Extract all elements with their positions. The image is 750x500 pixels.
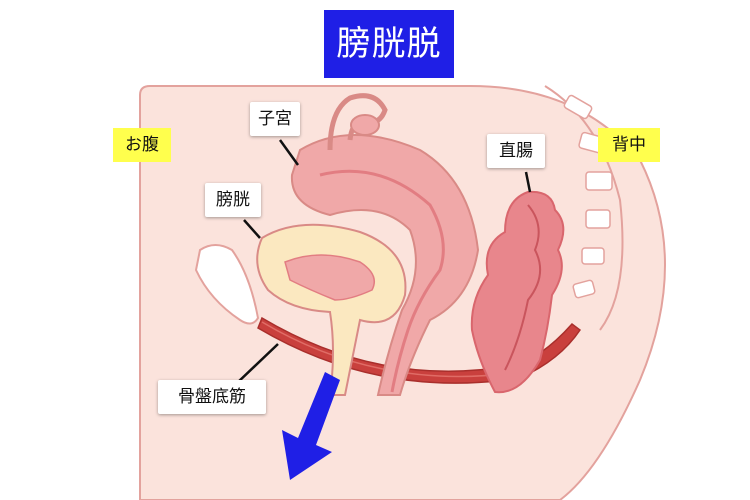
back-label: 背中 xyxy=(598,128,660,162)
prolapse-arrow xyxy=(282,372,340,480)
pelvic-floor-label: 骨盤底筋 xyxy=(158,380,266,414)
pelvic-floor-leader xyxy=(235,343,279,385)
rectum-shape xyxy=(470,190,565,394)
rectum-label: 直腸 xyxy=(487,134,545,168)
bladder-inner xyxy=(284,254,375,301)
page-title: 膀胱脱 xyxy=(324,10,454,78)
vertebrae xyxy=(563,94,613,299)
bladder-leader xyxy=(243,219,261,239)
uterus-shape xyxy=(290,134,480,396)
bladder-label: 膀胱 xyxy=(205,183,261,217)
pubic-bone xyxy=(194,244,260,325)
uterus-label: 子宮 xyxy=(250,102,300,136)
front-label: お腹 xyxy=(113,128,171,162)
rectum-leader xyxy=(524,171,532,193)
uterus-leader xyxy=(278,139,300,166)
